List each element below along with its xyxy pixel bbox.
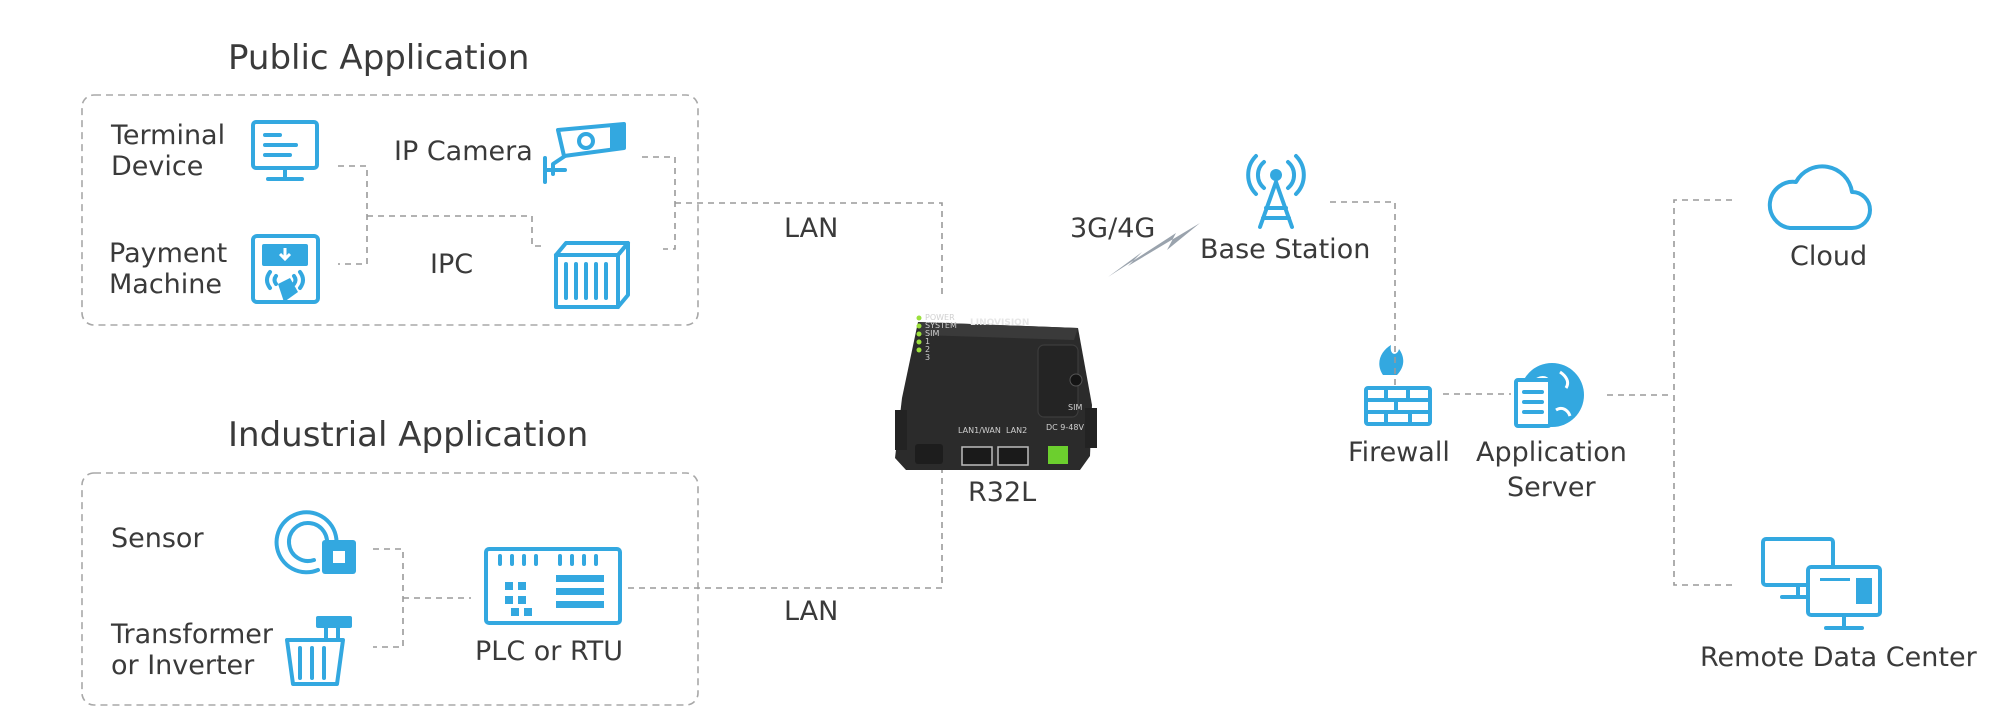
firewall-icon <box>1364 345 1432 426</box>
router-device: LINOVISION POWER SYSTEM SIM 1 2 3 SIM LA… <box>895 313 1097 470</box>
ip-camera-label: IP Camera <box>394 136 533 167</box>
cellular-label: 3G/4G <box>1070 213 1155 244</box>
router-model-label: R32L <box>968 477 1036 508</box>
plc-label: PLC or RTU <box>475 636 623 667</box>
sensor-label: Sensor <box>111 523 204 554</box>
public-group-box <box>81 94 699 326</box>
industrial-group-box <box>81 472 699 706</box>
wireless-bolt-icon <box>1108 223 1200 277</box>
transformer-label-1: Transformer <box>110 619 274 650</box>
router-led-2: 2 <box>925 345 930 354</box>
monitor-icon <box>251 120 319 181</box>
terminal-device-label-2: Device <box>111 151 203 182</box>
public-group-title: Public Application <box>228 38 529 78</box>
app-server-label-1: Application <box>1476 437 1627 468</box>
router-brand: LINOVISION <box>970 318 1029 328</box>
firewall-label: Firewall <box>1348 437 1450 468</box>
cloud-label: Cloud <box>1790 241 1867 272</box>
transformer-label-2: or Inverter <box>111 650 255 681</box>
radio-tower-icon <box>1246 154 1306 229</box>
transformer-icon <box>285 616 352 686</box>
ipc-label: IPC <box>430 249 473 280</box>
lan-bottom-label: LAN <box>784 596 838 627</box>
base-station-label: Base Station <box>1200 234 1370 265</box>
router-led-system: SYSTEM <box>925 321 957 330</box>
app-server-label-2: Server <box>1507 472 1596 503</box>
industrial-group-title: Industrial Application <box>228 415 588 455</box>
server-globe-icon <box>1514 363 1584 428</box>
card-reader-icon <box>251 234 320 304</box>
router-led-sim: SIM <box>925 329 939 338</box>
payment-machine-label-1: Payment <box>109 238 227 269</box>
payment-machine-label-2: Machine <box>109 269 222 300</box>
public-group-connectors <box>338 156 943 295</box>
sensor-icon <box>274 510 356 575</box>
cctv-camera-icon <box>543 122 626 184</box>
server-cabinet-icon <box>554 241 630 309</box>
router-led-power: POWER <box>925 313 955 322</box>
industrial-group-connectors <box>373 422 943 648</box>
network-connectors <box>1330 199 1732 586</box>
router-port-label-1: LAN1/WAN <box>958 426 1001 435</box>
lan-top-label: LAN <box>784 213 838 244</box>
plc-board-icon <box>484 547 622 625</box>
router-dc-label: DC 9-48V <box>1046 423 1084 432</box>
router-port-label-2: LAN2 <box>1006 426 1027 435</box>
cloud-icon <box>1767 164 1872 230</box>
router-led-1: 1 <box>925 337 930 346</box>
terminal-device-label-1: Terminal <box>110 120 225 151</box>
computers-icon <box>1761 537 1882 630</box>
remote-dc-label: Remote Data Center <box>1700 642 1978 673</box>
router-leds <box>916 315 922 353</box>
router-led-3: 3 <box>925 353 930 362</box>
router-sim-label: SIM <box>1068 403 1082 412</box>
